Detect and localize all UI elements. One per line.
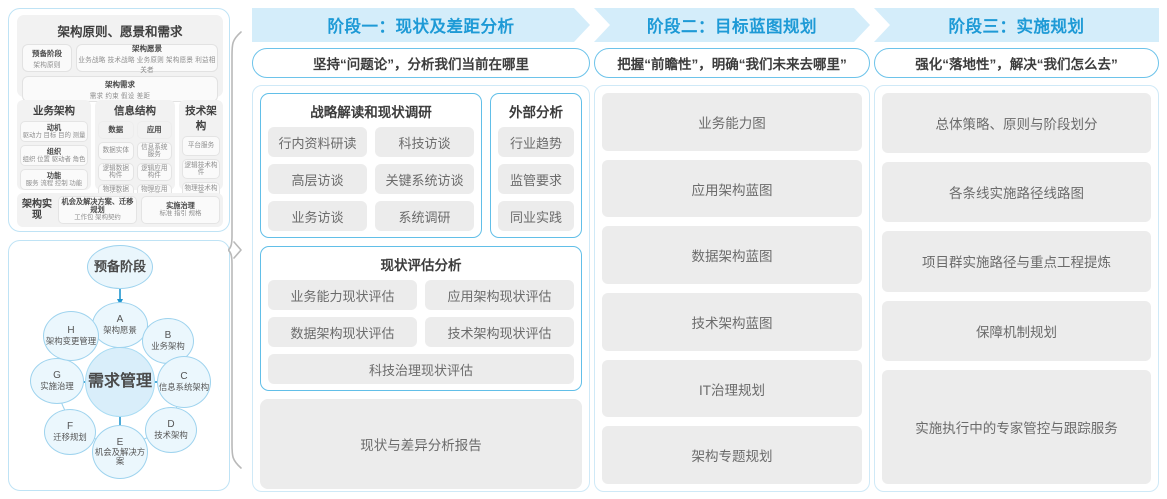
phase-2-title: 阶段二：目标蓝图规划 — [647, 18, 817, 36]
strategy-research-card: 战略解读和现状调研 行内资料研读 科技访谈 高层访谈 关键系统访谈 业务访谈 系… — [260, 93, 482, 238]
pill-item[interactable]: 业务能力现状评估 — [268, 280, 417, 310]
pill-item[interactable]: 保障机制规划 — [882, 300, 1151, 361]
gap-analysis-report[interactable]: 现状与差异分析报告 — [260, 399, 582, 489]
pill-item[interactable]: 行业趋势 — [498, 127, 574, 157]
technology-architecture-column: 技术架构 平台服务 逻辑技术构件 物理技术构件 — [179, 100, 223, 202]
pill-item[interactable]: 架构专题规划 — [602, 426, 862, 485]
adm-cycle-card: 预备阶段 需求管理 A 架构愿景 B 业务架构 C 信息系统架构 — [8, 240, 230, 491]
pill-item[interactable]: 应用架构蓝图 — [602, 159, 862, 218]
pill-item[interactable]: 各条线实施路径线路图 — [882, 162, 1151, 223]
app-sub-cell: 逻辑应用构件 — [136, 163, 172, 181]
node-h: H 架构变更管理 — [43, 311, 99, 361]
pill-item[interactable]: 业务访谈 — [268, 201, 367, 231]
phase-1-column: 阶段一：现状及差距分析 坚持“问题论”，分析我们当前在哪里 战略解读和现状调研 … — [252, 8, 590, 492]
phase-3-subtitle: 强化“落地性”，解决“我们怎么去” — [874, 48, 1159, 78]
pill-item[interactable]: 监管要求 — [498, 164, 574, 194]
phase-1-body: 战略解读和现状调研 行内资料研读 科技访谈 高层访谈 关键系统访谈 业务访谈 系… — [252, 85, 590, 492]
phase-3-column: 阶段三：实施规划 强化“落地性”，解决“我们怎么去” 总体策略、原则与阶段划分 … — [874, 8, 1159, 492]
pill-item[interactable]: 总体策略、原则与阶段划分 — [882, 93, 1151, 154]
phase-2-banner: 阶段二：目标蓝图规划 — [594, 8, 870, 42]
pill-item[interactable]: 实施执行中的专家管控与跟踪服务 — [882, 369, 1151, 485]
node-d: D 技术架构 — [145, 407, 197, 453]
pill-item[interactable]: 同业实践 — [498, 201, 574, 231]
app-sub-header: 应用 — [136, 121, 172, 139]
phase-2-subtitle: 把握“前瞻性”，明确“我们未来去哪里” — [594, 48, 870, 78]
phase-3-title: 阶段三：实施规划 — [948, 18, 1085, 36]
node-c: C 信息系统架构 — [157, 356, 211, 408]
architecture-domains-block: 业务架构 动机 驱动力 目标 目的 测量 组织 组织 位置 驱动者 角色 功能 … — [17, 100, 223, 202]
node-g: G 实施治理 — [30, 358, 84, 404]
pill-item[interactable]: 科技治理现状评估 — [268, 354, 574, 384]
pill-row: 行内资料研读 科技访谈 — [268, 127, 474, 157]
phase-2-column: 阶段二：目标蓝图规划 把握“前瞻性”，明确“我们未来去哪里” 业务能力图 应用架… — [594, 8, 870, 492]
node-e: E 机会及解决方案 — [92, 425, 148, 479]
business-architecture-column: 业务架构 动机 驱动力 目标 目的 测量 组织 组织 位置 驱动者 角色 功能 … — [17, 100, 91, 190]
block1-title: 架构原则、愿景和需求 — [57, 25, 183, 39]
pill-item[interactable]: 项目群实施路径与重点工程提炼 — [882, 231, 1151, 292]
pill-item[interactable]: 关键系统访谈 — [375, 164, 474, 194]
tech-cell: 逻辑技术构件 — [182, 159, 220, 179]
node-a: A 架构愿景 — [92, 302, 148, 348]
data-sub-cell: 逻辑数据构件 — [98, 163, 134, 181]
realization-label: 架构实现 — [22, 199, 52, 221]
pill-item[interactable]: 科技访谈 — [375, 127, 474, 157]
prelim-cell: 预备阶段 架构原则 — [22, 44, 72, 72]
banner-shape — [252, 8, 590, 42]
pill-item[interactable]: 技术架构蓝图 — [602, 293, 862, 351]
domain-cell: 组织 组织 位置 驱动者 角色 — [20, 145, 88, 166]
phase-2-items: 业务能力图 应用架构蓝图 数据架构蓝图 技术架构蓝图 IT治理规划 架构专题规划 — [602, 93, 862, 485]
pill-item[interactable]: IT治理规划 — [602, 359, 862, 418]
phase-3-body: 总体策略、原则与阶段划分 各条线实施路径线路图 项目群实施路径与重点工程提炼 保… — [874, 85, 1159, 492]
domain-cell: 功能 服务 流程 控制 功能 — [20, 169, 88, 190]
pill-item[interactable]: 业务能力图 — [602, 93, 862, 151]
domain-cell: 动机 驱动力 目标 目的 测量 — [20, 121, 88, 142]
requirements-cell: 架构需求 需求 约束 假设 差距 — [22, 76, 218, 102]
adm-hub-diagram: 预备阶段 需求管理 A 架构愿景 B 业务架构 C 信息系统架构 — [9, 241, 231, 492]
pill-item[interactable]: 技术架构现状评估 — [425, 317, 574, 347]
pill-item[interactable]: 数据架构现状评估 — [268, 317, 417, 347]
bracket-icon — [226, 31, 242, 469]
external-analysis-card: 外部分析 行业趋势 监管要求 同业实践 — [490, 93, 582, 238]
pill-row: 科技治理现状评估 — [268, 354, 574, 384]
pill-row: 数据架构现状评估 技术架构现状评估 — [268, 317, 574, 347]
banner-shape — [594, 8, 870, 42]
phase-3-items: 总体策略、原则与阶段划分 各条线实施路径线路图 项目群实施路径与重点工程提炼 保… — [882, 93, 1151, 485]
realization-cell: 实施治理 标准 指引 规格 — [141, 196, 220, 224]
pill-item[interactable]: 系统调研 — [375, 201, 474, 231]
current-state-assessment-card: 现状评估分析 业务能力现状评估 应用架构现状评估 数据架构现状评估 技术架构现状… — [260, 246, 582, 391]
pill-row: 业务能力现状评估 应用架构现状评估 — [268, 280, 574, 310]
grouping-bracket — [226, 30, 246, 470]
pill-item[interactable]: 行内资料研读 — [268, 127, 367, 157]
data-sub-header: 数据 — [98, 121, 134, 139]
data-sub-cell: 数据实体 — [98, 142, 134, 160]
phase-1-subtitle: 坚持“问题论”，分析我们当前在哪里 — [252, 48, 590, 78]
pill-row: 业务访谈 系统调研 — [268, 201, 474, 231]
phase-3-banner: 阶段三：实施规划 — [874, 8, 1159, 42]
phase-2-body: 业务能力图 应用架构蓝图 数据架构蓝图 技术架构蓝图 IT治理规划 架构专题规划 — [594, 85, 870, 492]
app-sub-cell: 信息系统服务 — [136, 142, 172, 160]
phase-1-banner: 阶段一：现状及差距分析 — [252, 8, 590, 42]
node-f: F 迁移规划 — [44, 409, 96, 455]
realization-cell: 机会及解决方案、迁移规划 工作包 架构契约 — [58, 196, 137, 224]
node-preliminary: 预备阶段 — [87, 245, 153, 289]
node-requirements-management: 需求管理 — [85, 347, 155, 417]
pill-item[interactable]: 数据架构蓝图 — [602, 226, 862, 285]
left-panel: 架构原则、愿景和需求 预备阶段 架构原则 架构愿景 业务战略 技术战略 业务原则… — [8, 8, 230, 491]
phase-1-top-section: 战略解读和现状调研 行内资料研读 科技访谈 高层访谈 关键系统访谈 业务访谈 系… — [260, 93, 582, 238]
vision-cell: 架构愿景 业务战略 技术战略 业务原则 架构愿景 利益相关者 — [76, 44, 218, 74]
information-structure-column: 信息结构 数据 数据实体 逻辑数据构件 物理数据构件 应用 信息系统服务 — [95, 100, 175, 202]
architecture-realization-block: 架构实现 机会及解决方案、迁移规划 工作包 架构契约 实施治理 标准 指引 规格 — [17, 193, 223, 227]
togaf-framework-card: 架构原则、愿景和需求 预备阶段 架构原则 架构愿景 业务战略 技术战略 业务原则… — [8, 8, 230, 232]
architecture-principles-block: 架构原则、愿景和需求 预备阶段 架构原则 架构愿景 业务战略 技术战略 业务原则… — [17, 15, 223, 102]
banner-shape — [874, 8, 1159, 42]
pill-item[interactable]: 应用架构现状评估 — [425, 280, 574, 310]
pill-item[interactable]: 高层访谈 — [268, 164, 367, 194]
pill-row: 高层访谈 关键系统访谈 — [268, 164, 474, 194]
tech-cell: 平台服务 — [182, 136, 220, 156]
phase-1-title: 阶段一：现状及差距分析 — [327, 18, 515, 36]
